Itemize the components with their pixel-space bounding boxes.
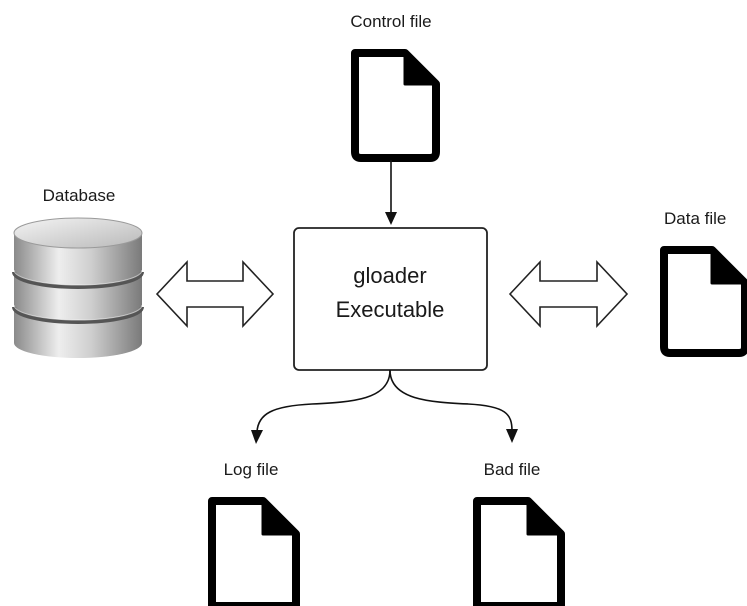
bad-file-label: Bad file [484,460,541,479]
database-label: Database [43,186,116,205]
executable-to-bad-arrow [389,369,518,443]
executable-box: gloader Executable [293,227,488,371]
database-icon [12,217,144,358]
executable-title: gloader [353,263,426,288]
executable-to-log-arrow [251,369,391,444]
log-file-icon [208,497,300,606]
log-file-label: Log file [224,460,279,479]
control-file-icon [351,49,440,162]
control-file-label: Control file [350,12,431,31]
executable-subtitle: Executable [336,297,445,322]
database-exchange-arrow [155,259,275,329]
control-to-executable-arrow [385,160,397,225]
data-file-exchange-arrow [508,259,629,329]
data-file-icon [660,246,747,357]
bad-file-icon [473,497,565,606]
data-file-label: Data file [664,209,726,228]
